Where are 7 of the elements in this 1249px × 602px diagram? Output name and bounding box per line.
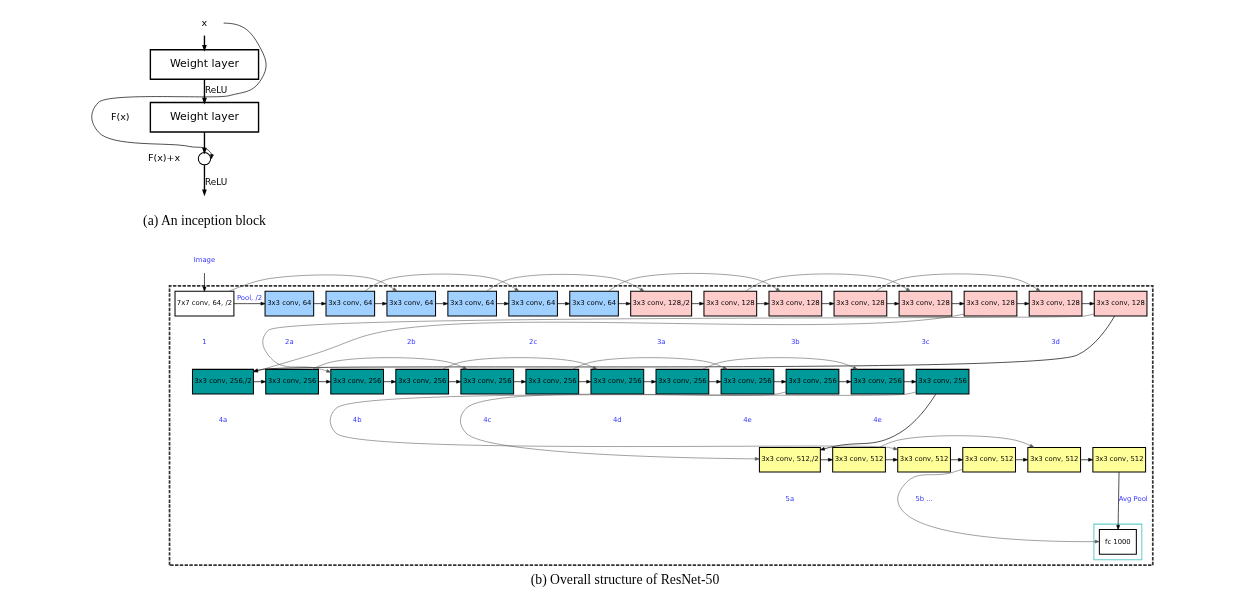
label: F(x) xyxy=(110,110,130,122)
label: F(x)+x xyxy=(147,152,180,164)
edge-label: ReLU xyxy=(204,176,227,187)
node-text: x xyxy=(201,16,207,28)
caption: (b) Overall structure of ResNet-50 xyxy=(530,572,719,588)
edge-label: ReLU xyxy=(204,85,227,96)
label: (a) An inception block xyxy=(142,212,266,228)
